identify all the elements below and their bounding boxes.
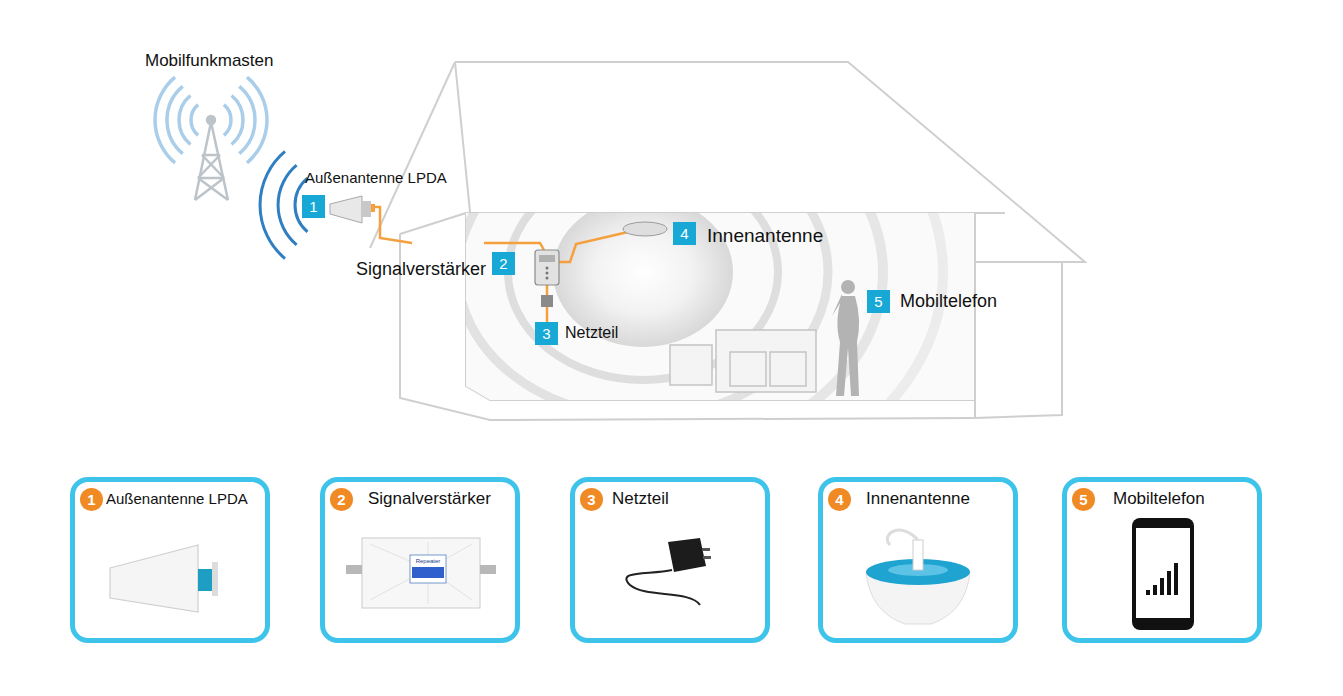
part-label: Außenantenne LPDA	[305, 169, 447, 187]
card-title: Signalverstärker	[368, 489, 491, 509]
card-title: Mobiltelefon	[1113, 489, 1205, 509]
number-badge: 1	[80, 488, 103, 511]
badge-number: 2	[330, 488, 353, 511]
card-title: Innenantenne	[866, 489, 970, 509]
house-outline	[370, 62, 1085, 420]
antenna-image	[110, 545, 218, 612]
part-label: Innenantenne	[707, 225, 823, 248]
coverage-waves	[343, 42, 976, 502]
sofa	[670, 330, 816, 392]
adapter-image	[626, 538, 711, 605]
antenna-waves	[260, 151, 307, 258]
callout-number: 1	[302, 195, 325, 218]
number-badge: 4	[828, 488, 851, 511]
callout-box: 3Netzteil	[535, 322, 558, 345]
callout-box: 2Signalverstärker	[492, 252, 515, 275]
part-card: Mobiltelefon 5	[1062, 477, 1262, 643]
card-title: Netzteil	[612, 489, 669, 509]
person-silhouette	[832, 280, 859, 396]
device-text: Repeater	[408, 557, 448, 565]
callout-number: 2	[492, 252, 515, 275]
number-badge: 3	[580, 488, 603, 511]
part-card: Netzteil 3	[570, 477, 770, 643]
power-adapter	[541, 295, 553, 307]
part-label: Signalverstärker	[356, 259, 486, 281]
indoor-antenna	[623, 222, 667, 236]
cell-tower	[195, 116, 228, 200]
card-title: Außenantenne LPDA	[106, 490, 248, 508]
number-badge: 2	[330, 488, 353, 511]
phone-image	[1132, 518, 1194, 630]
badge-number: 3	[580, 488, 603, 511]
badge-number: 5	[1072, 488, 1095, 511]
badge-number: 4	[828, 488, 851, 511]
outdoor-antenna	[330, 196, 375, 223]
part-card: Außenantenne LPDA1	[70, 477, 270, 643]
tower-label: Mobilfunkmasten	[145, 51, 274, 71]
callout-number: 3	[535, 322, 558, 345]
callout-box: 4Innenantenne	[673, 222, 696, 245]
callout-box: 1Außenantenne LPDA	[302, 195, 325, 218]
part-label: Mobiltelefon	[900, 291, 997, 313]
repeater-image	[346, 538, 496, 608]
tower-waves	[155, 77, 267, 163]
callout-number: 4	[673, 222, 696, 245]
part-label: Netzteil	[565, 323, 618, 342]
part-card: Innenantenne 4	[818, 477, 1018, 643]
badge-number: 1	[80, 488, 103, 511]
callout-number: 5	[867, 290, 890, 313]
callout-box: 5Mobiltelefon	[867, 290, 890, 313]
amplifier	[535, 250, 559, 285]
number-badge: 5	[1072, 488, 1095, 511]
ceiling-antenna-image	[866, 530, 970, 624]
